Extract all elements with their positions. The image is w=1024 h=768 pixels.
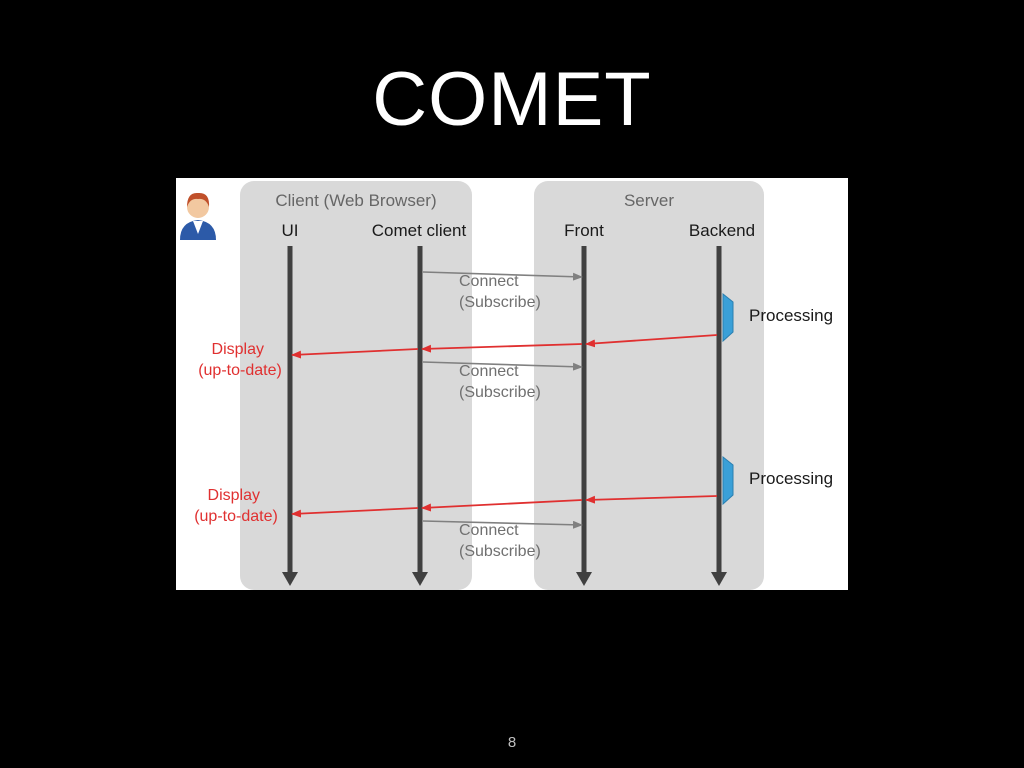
connect-arrow-2 — [422, 361, 583, 371]
update-arrow-comet-ui-2 — [291, 507, 419, 518]
client-group-label: Client (Web Browser) — [275, 191, 436, 210]
user-icon — [180, 192, 216, 240]
lifeline-comet-client — [412, 246, 428, 586]
update-arrow-front-comet-2 — [421, 499, 583, 512]
update-arrow-front-comet-1 — [421, 343, 583, 353]
update-arrow-comet-ui-1 — [291, 348, 419, 359]
connect-label-3: Connect (Subscribe) — [459, 522, 541, 560]
lifeline-backend — [711, 246, 727, 586]
processing-label-1: Processing — [749, 306, 833, 325]
update-arrow-backend-front-2 — [585, 495, 718, 504]
server-group-panel — [534, 181, 764, 590]
sequence-diagram-canvas: Client (Web Browser) Server UI Comet cli… — [180, 181, 833, 590]
server-group-label: Server — [624, 191, 674, 210]
connect-label-2: Connect (Subscribe) — [459, 363, 541, 401]
page-number: 8 — [507, 734, 517, 751]
lifeline-label-ui: UI — [282, 221, 299, 240]
connect-arrow-1 — [422, 271, 583, 281]
slide-title: COMET — [372, 57, 652, 142]
lifeline-label-front: Front — [564, 221, 604, 240]
lifeline-label-backend: Backend — [689, 221, 755, 240]
client-group-panel — [240, 181, 472, 590]
processing-marker-icon — [722, 292, 734, 343]
lifeline-front — [576, 246, 592, 586]
sequence-diagram: Client (Web Browser) Server UI Comet cli… — [176, 178, 848, 590]
lifeline-label-comet-client: Comet client — [372, 221, 467, 240]
update-arrow-backend-front-1 — [585, 334, 718, 348]
connect-arrow-3 — [422, 520, 583, 529]
processing-marker-icon — [722, 455, 734, 506]
lifeline-ui — [282, 246, 298, 586]
connect-label-1: Connect (Subscribe) — [459, 273, 541, 311]
display-label-1: Display (up-to-date) — [198, 341, 282, 379]
processing-label-2: Processing — [749, 469, 833, 488]
display-label-2: Display (up-to-date) — [194, 487, 278, 525]
